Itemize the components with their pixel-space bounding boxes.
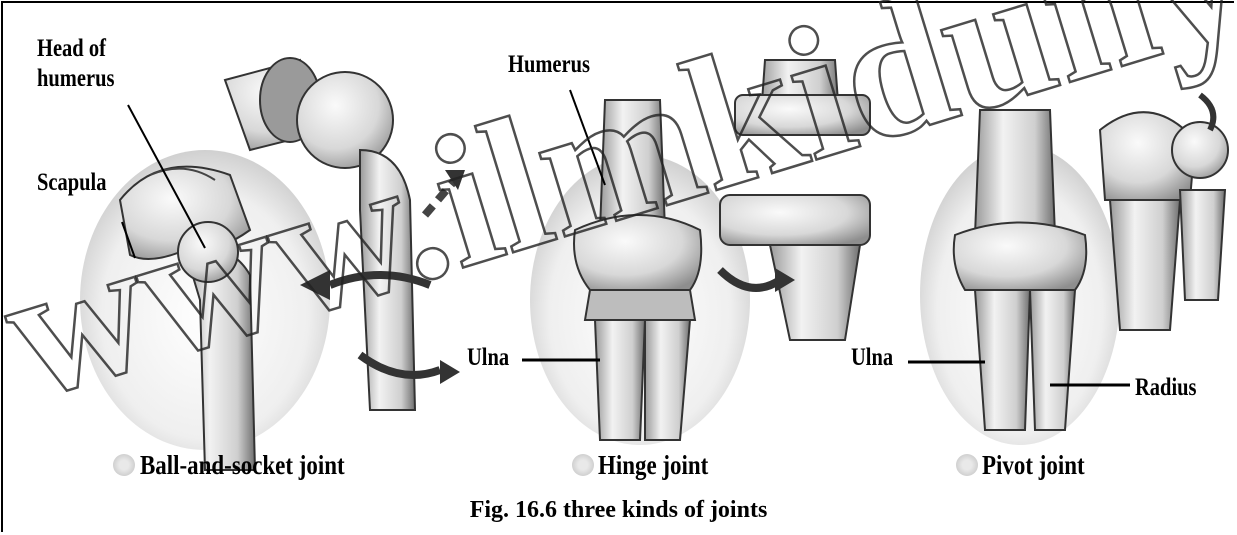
- figure-caption: Fig. 16.6 three kinds of joints: [0, 497, 1237, 524]
- label-humerus: Humerus: [508, 52, 590, 78]
- label-head-of-humerus-line2: humerus: [37, 66, 114, 92]
- label-scapula: Scapula: [37, 170, 107, 196]
- label-head-of-humerus-line1: Head of: [37, 36, 106, 62]
- bullet-icon: [956, 454, 978, 476]
- title-hinge-joint: Hinge joint: [598, 450, 708, 481]
- bullet-icon: [572, 454, 594, 476]
- title-pivot-joint: Pivot joint: [982, 450, 1085, 481]
- ball-socket-illustration: [80, 58, 465, 470]
- bullet-icon: [113, 454, 135, 476]
- label-hinge-ulna: Ulna: [467, 345, 509, 371]
- title-ball-and-socket-joint: Ball-and-socket joint: [140, 450, 345, 481]
- label-pivot-ulna: Ulna: [851, 345, 893, 371]
- hinge-illustration: [522, 60, 870, 445]
- label-radius: Radius: [1135, 375, 1197, 401]
